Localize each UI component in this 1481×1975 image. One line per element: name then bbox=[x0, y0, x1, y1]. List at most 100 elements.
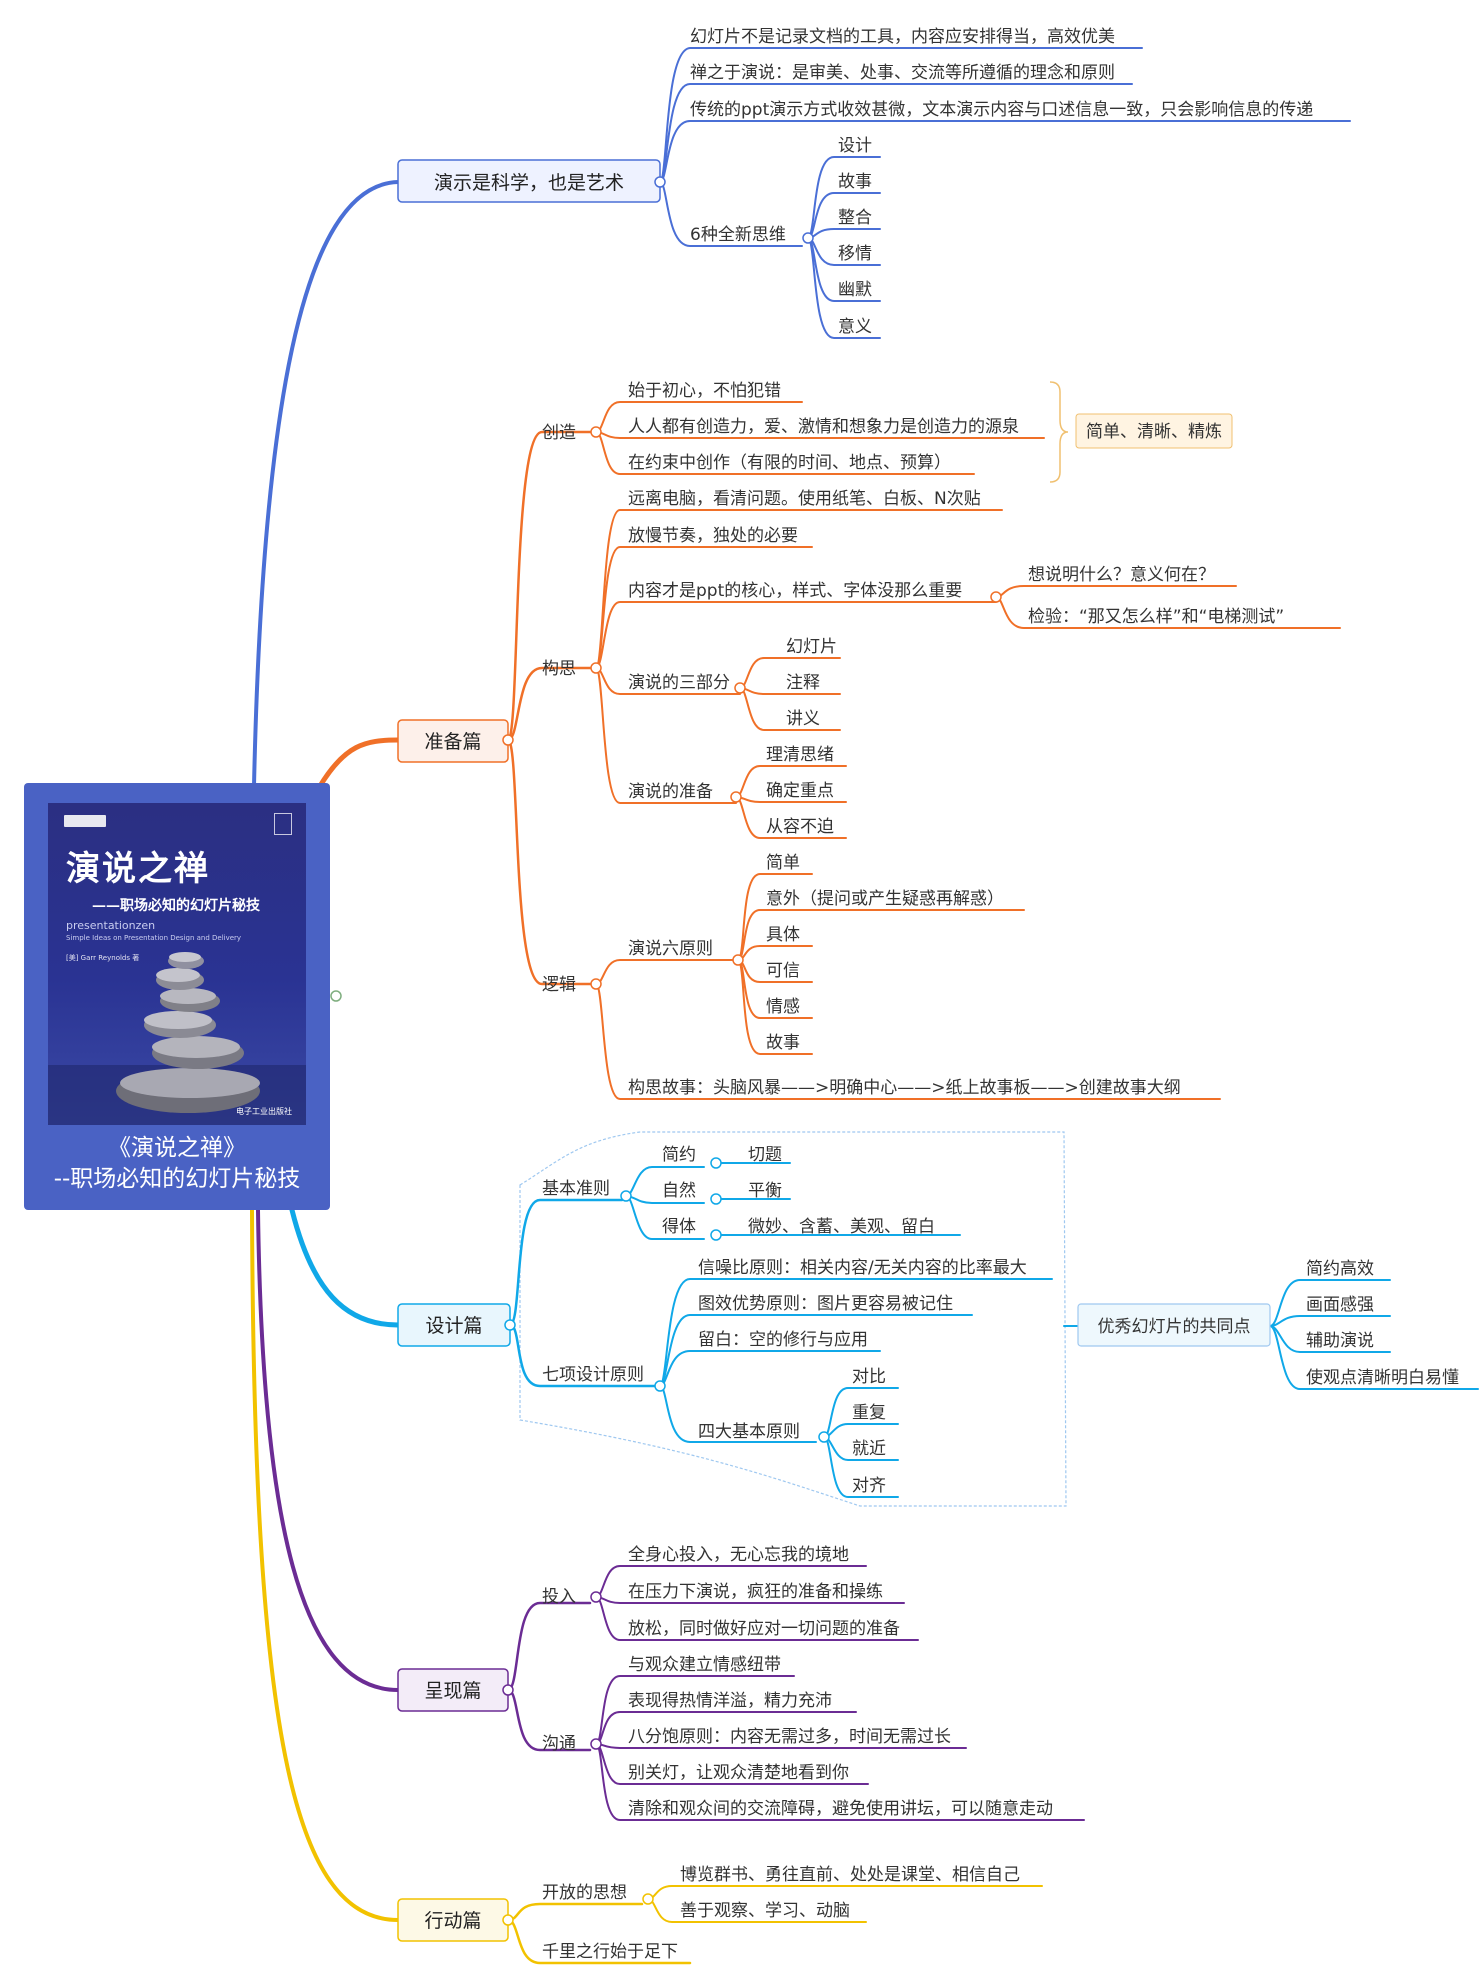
summary-note[interactable]: 优秀幻灯片的共同点 bbox=[1098, 1317, 1251, 1337]
collapse-toggle-icon[interactable] bbox=[502, 1684, 514, 1696]
node-leaf[interactable]: 移情 bbox=[838, 244, 872, 264]
summary-note[interactable]: 简单、清晰、精炼 bbox=[1086, 422, 1222, 442]
node-leaf[interactable]: 幻灯片 bbox=[786, 637, 837, 657]
node-leaf[interactable]: 注释 bbox=[786, 673, 820, 693]
node-leaf[interactable]: 故事 bbox=[766, 1033, 800, 1053]
node-sub[interactable]: 投入 bbox=[542, 1587, 576, 1607]
node-leaf[interactable]: 别关灯，让观众清楚地看到你 bbox=[628, 1763, 849, 1783]
node-leaf[interactable]: 就近 bbox=[852, 1439, 886, 1459]
node-leaf[interactable]: 切题 bbox=[748, 1145, 782, 1165]
central-topic[interactable]: 演说之禅 ——职场必知的幻灯片秘技 presentationzen Simple… bbox=[24, 783, 330, 1210]
node-leaf[interactable]: 对比 bbox=[852, 1367, 886, 1387]
collapse-toggle-icon[interactable] bbox=[620, 1190, 632, 1202]
node-sub[interactable]: 演说的三部分 bbox=[628, 673, 730, 693]
collapse-toggle-icon[interactable] bbox=[590, 662, 602, 674]
node-leaf[interactable]: 在压力下演说，疯狂的准备和操练 bbox=[628, 1582, 883, 1602]
collapse-toggle-icon[interactable] bbox=[502, 734, 514, 746]
node-leaf[interactable]: 禅之于演说：是审美、处事、交流等所遵循的理念和原则 bbox=[690, 62, 1115, 83]
collapse-toggle-icon[interactable] bbox=[990, 591, 1002, 603]
node-sub[interactable]: 四大基本原则 bbox=[698, 1422, 800, 1442]
node-leaf[interactable]: 表现得热情洋溢，精力充沛 bbox=[628, 1691, 832, 1711]
node-leaf[interactable]: 善于观察、学习、动脑 bbox=[680, 1901, 850, 1921]
node-leaf[interactable]: 全身心投入，无心忘我的境地 bbox=[628, 1545, 849, 1565]
node-leaf[interactable]: 八分饱原则：内容无需过多，时间无需过长 bbox=[628, 1727, 951, 1747]
collapse-toggle-icon[interactable] bbox=[732, 954, 744, 966]
node-leaf[interactable]: 信噪比原则：相关内容/无关内容的比率最大 bbox=[698, 1258, 1027, 1278]
node-sub[interactable]: 演说六原则 bbox=[628, 939, 713, 959]
node-design[interactable]: 设计篇 bbox=[425, 1315, 482, 1337]
node-leaf[interactable]: 在约束中创作（有限的时间、地点、预算） bbox=[628, 453, 951, 473]
node-leaf[interactable]: 简单 bbox=[766, 853, 800, 873]
node-sub[interactable]: 构思 bbox=[542, 659, 576, 679]
node-leaf[interactable]: 微妙、含蓄、美观、留白 bbox=[748, 1217, 935, 1237]
node-leaf[interactable]: 具体 bbox=[766, 925, 800, 945]
collapse-toggle-icon[interactable] bbox=[802, 232, 814, 244]
node-leaf[interactable]: 重复 bbox=[852, 1403, 886, 1423]
node-leaf[interactable]: 得体 bbox=[662, 1217, 696, 1237]
node-sub[interactable]: 逻辑 bbox=[542, 975, 576, 995]
node-sub[interactable]: 沟通 bbox=[542, 1734, 576, 1754]
node-leaf[interactable]: 想说明什么？意义何在？ bbox=[1028, 565, 1215, 585]
node-leaf[interactable]: 辅助演说 bbox=[1306, 1331, 1374, 1351]
collapse-toggle-icon[interactable] bbox=[590, 426, 602, 438]
node-leaf[interactable]: 检验：“那又怎么样”和“电梯测试” bbox=[1028, 607, 1284, 627]
node-leaf[interactable]: 情感 bbox=[766, 997, 800, 1017]
node-leaf[interactable]: 可信 bbox=[766, 961, 800, 981]
collapse-toggle-icon[interactable] bbox=[818, 1431, 830, 1443]
collapse-toggle-icon[interactable] bbox=[654, 1380, 666, 1392]
node-leaf[interactable]: 内容才是ppt的核心，样式、字体没那么重要 bbox=[628, 581, 962, 601]
node-sub[interactable]: 七项设计原则 bbox=[542, 1365, 644, 1385]
node-sub[interactable]: 基本准则 bbox=[542, 1179, 610, 1199]
node-sub[interactable]: 演说的准备 bbox=[628, 782, 713, 802]
node-leaf[interactable]: 故事 bbox=[838, 172, 872, 192]
collapse-toggle-icon[interactable] bbox=[330, 990, 342, 1002]
node-leaf[interactable]: 图效优势原则：图片更容易被记住 bbox=[698, 1294, 953, 1314]
node-leaf[interactable]: 简约高效 bbox=[1306, 1259, 1374, 1279]
node-leaf[interactable]: 清除和观众间的交流障碍，避免使用讲坛，可以随意走动 bbox=[628, 1798, 1053, 1819]
node-leaf[interactable]: 放慢节奏，独处的必要 bbox=[628, 525, 798, 546]
node-leaf[interactable]: 使观点清晰明白易懂 bbox=[1306, 1367, 1459, 1388]
node-leaf[interactable]: 与观众建立情感纽带 bbox=[628, 1655, 781, 1675]
node-leaf[interactable]: 构思故事：头脑风暴——>明确中心——>纸上故事板——>创建故事大纲 bbox=[628, 1078, 1181, 1098]
node-leaf[interactable]: 人人都有创造力，爱、激情和想象力是创造力的源泉 bbox=[628, 417, 1019, 437]
node-leaf[interactable]: 始于初心，不怕犯错 bbox=[628, 381, 781, 401]
collapse-toggle-icon[interactable] bbox=[710, 1193, 722, 1205]
node-leaf[interactable]: 对齐 bbox=[852, 1476, 886, 1496]
node-sub[interactable]: 创造 bbox=[542, 423, 576, 443]
node-leaf[interactable]: 幽默 bbox=[838, 280, 872, 300]
node-leaf[interactable]: 设计 bbox=[838, 136, 872, 156]
collapse-toggle-icon[interactable] bbox=[642, 1893, 654, 1905]
collapse-toggle-icon[interactable] bbox=[590, 1591, 602, 1603]
node-action[interactable]: 行动篇 bbox=[424, 1910, 481, 1932]
node-prep[interactable]: 准备篇 bbox=[424, 731, 481, 753]
collapse-toggle-icon[interactable] bbox=[504, 1319, 516, 1331]
node-sub[interactable]: 6种全新思维 bbox=[690, 225, 786, 245]
collapse-toggle-icon[interactable] bbox=[710, 1229, 722, 1241]
collapse-toggle-icon[interactable] bbox=[710, 1157, 722, 1169]
node-leaf[interactable]: 意外（提问或产生疑惑再解惑） bbox=[766, 889, 1004, 909]
collapse-toggle-icon[interactable] bbox=[590, 978, 602, 990]
node-leaf[interactable]: 自然 bbox=[662, 1181, 696, 1201]
collapse-toggle-icon[interactable] bbox=[734, 682, 746, 694]
node-leaf[interactable]: 画面感强 bbox=[1306, 1295, 1374, 1315]
node-present[interactable]: 呈现篇 bbox=[424, 1680, 481, 1702]
node-leaf[interactable]: 从容不迫 bbox=[766, 817, 834, 837]
node-leaf[interactable]: 远离电脑，看清问题。使用纸笔、白板、N次贴 bbox=[628, 488, 981, 509]
collapse-toggle-icon[interactable] bbox=[502, 1914, 514, 1926]
node-science[interactable]: 演示是科学，也是艺术 bbox=[434, 172, 624, 194]
node-sub[interactable]: 开放的思想 bbox=[542, 1883, 627, 1903]
node-leaf[interactable]: 理清思绪 bbox=[766, 745, 834, 765]
node-leaf[interactable]: 放松，同时做好应对一切问题的准备 bbox=[628, 1619, 900, 1639]
collapse-toggle-icon[interactable] bbox=[730, 791, 742, 803]
node-leaf[interactable]: 留白：空的修行与应用 bbox=[698, 1330, 868, 1350]
node-leaf[interactable]: 平衡 bbox=[748, 1181, 782, 1201]
node-leaf[interactable]: 幻灯片不是记录文档的工具，内容应安排得当，高效优美 bbox=[690, 27, 1115, 47]
node-leaf[interactable]: 讲义 bbox=[786, 709, 820, 729]
node-leaf[interactable]: 整合 bbox=[838, 208, 872, 228]
node-leaf[interactable]: 确定重点 bbox=[766, 781, 834, 801]
node-leaf[interactable]: 博览群书、勇往直前、处处是课堂、相信自己 bbox=[680, 1865, 1020, 1885]
node-leaf[interactable]: 千里之行始于足下 bbox=[542, 1942, 678, 1962]
node-leaf[interactable]: 传统的ppt演示方式收效甚微，文本演示内容与口述信息一致，只会影响信息的传递 bbox=[690, 100, 1313, 120]
node-leaf[interactable]: 简约 bbox=[662, 1145, 696, 1165]
collapse-toggle-icon[interactable] bbox=[654, 176, 666, 188]
